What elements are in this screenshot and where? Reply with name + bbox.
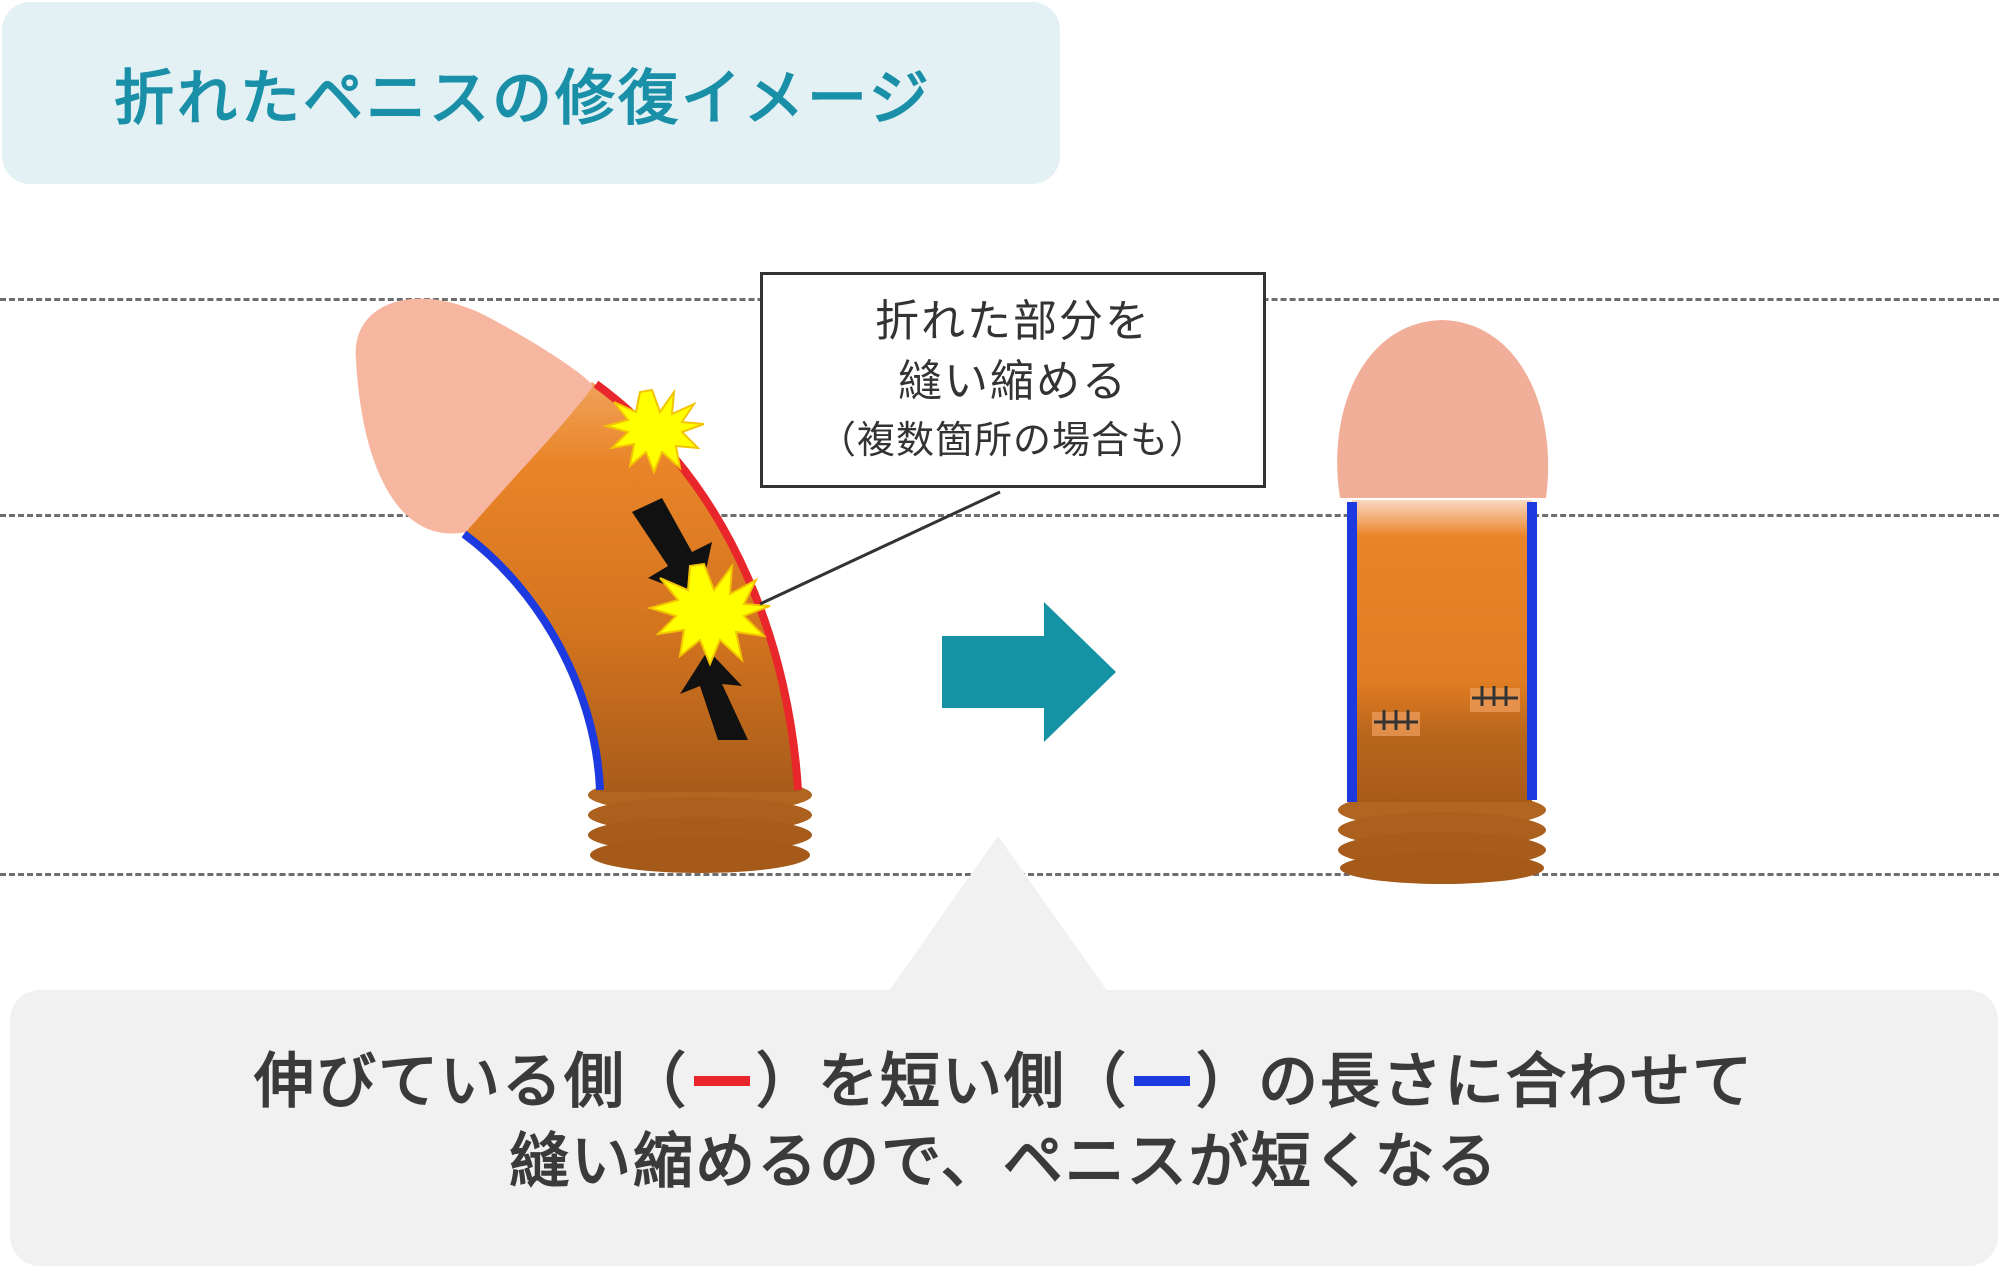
bent-penis xyxy=(355,298,1001,873)
right-glans xyxy=(1337,320,1549,498)
stitch-icon xyxy=(1470,686,1520,712)
left-short-side-line xyxy=(461,530,604,791)
callout-line1: 折れた部分を xyxy=(875,296,1151,347)
title-banner: 折れたペニスの修復イメージ xyxy=(2,2,1060,184)
yellow-burst-icon xyxy=(602,388,705,475)
callout-line2: 縫い縮める xyxy=(898,356,1128,407)
teal-right-arrow-icon xyxy=(942,602,1116,742)
yellow-burst-icon xyxy=(646,562,771,667)
caption-line1-part3: ）の長さに合わせて xyxy=(1196,1047,1754,1117)
caption-line2: 縫い縮めるので、ペニスが短くなる xyxy=(509,1127,1499,1197)
callout-box: 折れた部分を 縫い縮める （複数箇所の場合も） xyxy=(760,272,1266,488)
straight-penis xyxy=(1337,320,1549,884)
right-base xyxy=(1338,792,1546,884)
callout-line3: （複数箇所の場合も） xyxy=(817,418,1208,462)
callout-connector xyxy=(759,490,1001,606)
caption-line1: 伸びている側（ ）を短い側（ ）の長さに合わせて xyxy=(10,1042,1998,1122)
caption-box xyxy=(10,990,1998,1266)
page-title: 折れたペニスの修復イメージ xyxy=(114,63,932,134)
left-glans xyxy=(355,298,593,534)
right-shaft xyxy=(1352,500,1532,802)
caption-pointer xyxy=(888,836,1108,992)
stitch-icon xyxy=(1372,710,1420,736)
caption-line1-part2: ）を短い側（ xyxy=(756,1047,1128,1117)
blue-dash-icon xyxy=(1134,1076,1190,1087)
guide-line-middle xyxy=(0,514,1999,517)
caption-text: 伸びている側（ ）を短い側（ ）の長さに合わせて 縫い縮めるので、ペニスが短くなる xyxy=(10,1042,1998,1202)
caption-line1-part1: 伸びている側（ xyxy=(254,1047,688,1117)
red-dash-icon xyxy=(694,1076,750,1087)
